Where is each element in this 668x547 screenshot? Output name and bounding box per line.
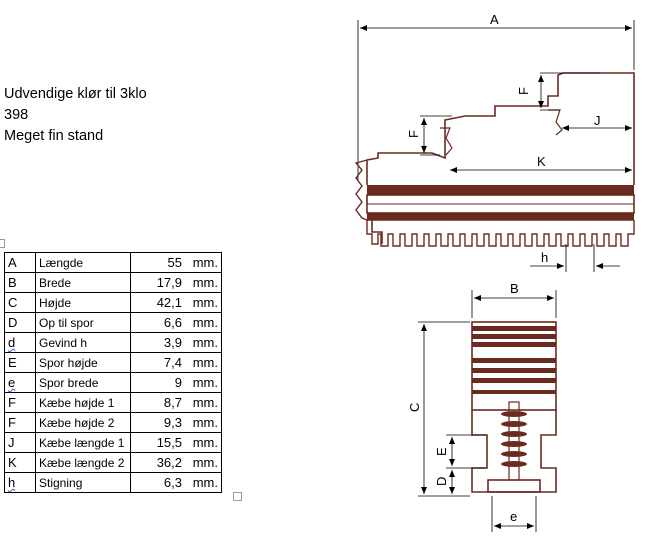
spec-value: 6,6 xyxy=(130,312,185,333)
side-teeth xyxy=(366,220,635,247)
front-dimensions xyxy=(418,290,557,532)
spec-name: Stigning xyxy=(35,472,131,493)
spec-name: Kæbe højde 1 xyxy=(35,392,131,413)
dim-F-top: F xyxy=(516,87,531,95)
side-view xyxy=(354,20,635,244)
dim-C: C xyxy=(407,403,422,412)
dim-h: h xyxy=(541,250,548,265)
spec-value: 7,4 xyxy=(130,352,185,373)
dim-F-mid: F xyxy=(406,130,421,138)
spec-unit: mm. xyxy=(185,372,222,393)
spec-name: Gevind h xyxy=(35,332,131,353)
spec-unit: mm. xyxy=(185,332,222,353)
intro-title: Udvendige klør til 3klo xyxy=(4,86,147,102)
intro-condition: Meget fin stand xyxy=(4,128,104,144)
spec-unit: mm. xyxy=(185,392,222,413)
table-move-handle[interactable] xyxy=(0,239,5,248)
spec-name: Kæbe højde 2 xyxy=(35,412,131,433)
spec-name: Højde xyxy=(35,292,131,313)
intro-text: Udvendige klør til 3klo 398 Meget fin st… xyxy=(4,84,147,147)
front-view xyxy=(471,321,557,493)
spec-name: Længde xyxy=(35,252,131,273)
dim-J: J xyxy=(594,113,601,128)
spec-value: 42,1 xyxy=(130,292,185,313)
dim-D: D xyxy=(434,477,449,486)
dim-e: e xyxy=(510,509,517,524)
side-dimensions xyxy=(420,72,632,272)
dim-A: A xyxy=(490,12,499,27)
table-resize-handle[interactable] xyxy=(233,492,242,501)
spec-unit: mm. xyxy=(185,292,222,313)
dim-K: K xyxy=(537,154,546,169)
spec-unit: mm. xyxy=(185,472,222,493)
dim-B: B xyxy=(510,281,519,296)
spec-value: 6,3 xyxy=(130,472,185,493)
dim-E: E xyxy=(434,447,449,456)
spec-name: Op til spor xyxy=(35,312,131,333)
intro-number: 398 xyxy=(4,107,29,123)
